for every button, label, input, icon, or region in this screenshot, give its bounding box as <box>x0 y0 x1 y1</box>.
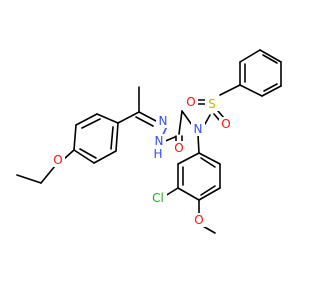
hydrazide-hydrogen-label: H <box>153 147 162 161</box>
n-s-bond <box>204 114 211 125</box>
ether-oxygen-label: O <box>53 153 62 167</box>
sulfonyl-oxygen-1-label: O <box>186 95 195 109</box>
sulfonyl-oxygen-2-label: O <box>221 117 230 131</box>
carbonyl-oxygen-label: O <box>174 141 183 155</box>
ethoxy-group <box>16 149 75 184</box>
c-cl-bond <box>164 187 179 197</box>
molecule-diagram: O N N H O N S O O Cl O <box>16 49 282 234</box>
sulfonamide-nitrogen-label: N <box>194 122 203 136</box>
atom-labels: O N N H O N S O O Cl O <box>51 95 233 227</box>
imine-double-bond <box>135 111 157 127</box>
hydrazone-nitrogen-label: N <box>159 114 168 128</box>
chlorine-label: Cl <box>152 191 164 205</box>
chloromethoxyphenyl-ring <box>177 134 221 201</box>
ethoxyphenyl-ring <box>73 113 119 164</box>
hydrazide-nitrogen-label: N <box>155 134 164 148</box>
carbonyl-ch2-bond <box>178 110 183 135</box>
imine-carbon-methyl <box>117 86 140 124</box>
ch2-n-bond <box>181 110 193 126</box>
sulfur-label: S <box>208 97 216 111</box>
phenyl-ring <box>219 49 282 97</box>
methoxy-oxygen-label: O <box>194 213 203 227</box>
